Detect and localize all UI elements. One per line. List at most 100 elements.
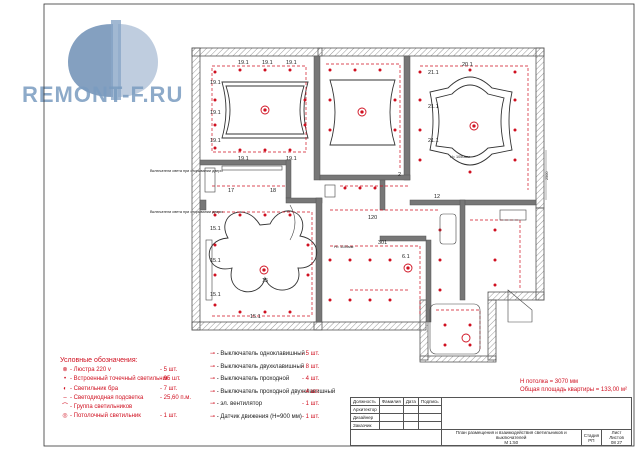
room-label: 15.1 xyxy=(250,314,261,320)
sheet-title: План размещения и взаимодействия светиль… xyxy=(455,430,567,440)
logo-right-shape xyxy=(118,24,158,97)
logo-left-shape xyxy=(68,24,113,97)
ceiling-hall xyxy=(329,79,396,146)
ceiling-flower xyxy=(208,210,318,293)
legend-item: ◎- Потолочный светильник - 1 шт. xyxy=(60,412,180,421)
legend-title: Условные обозначения: xyxy=(60,357,138,364)
stamp-header: Фамилия xyxy=(378,397,404,406)
legend-item: ⊸ - Датчик движения (H=900 мм)- 1 шт. xyxy=(210,411,350,424)
fan-icon: ⊸ xyxy=(210,401,217,407)
sheets-header: Листов xyxy=(609,435,624,440)
legend-label: - Выключатель одноклавишный xyxy=(216,351,305,357)
stamp-header: Подпись xyxy=(417,397,442,406)
spotlights xyxy=(213,68,517,347)
legend-item: ⊸ - Выключатель проходной- 4 шт. xyxy=(210,373,350,386)
stamp-role: Дизайнер xyxy=(350,413,380,422)
switch-pass-double-icon: ⊸ xyxy=(210,388,217,395)
legend-qty: - 25,60 п.м. xyxy=(160,394,192,401)
stamp-header: Дата xyxy=(402,397,419,406)
sconce-icon: ◐ xyxy=(63,385,67,392)
switch-pass-icon: ⊸ xyxy=(210,376,217,382)
ceiling-note: H потолка = 3070 мм Общая площадь кварти… xyxy=(520,378,627,394)
legend-qty: - 5 шт. xyxy=(302,351,320,357)
legend-item: ⊗- Люстра 220 v - 5 шт. xyxy=(60,366,180,375)
switch-double-icon: ⊸ xyxy=(210,363,217,370)
legend-label: - Светодиодная подсветка xyxy=(70,394,144,401)
legend-qty: - 95 шт. xyxy=(160,376,181,383)
height-note-1: H= 1050мм xyxy=(450,155,470,159)
sheet-header: Лист xyxy=(611,430,622,435)
legend-label: - Выключатель двухклавишный xyxy=(216,363,305,370)
led-strip-icon: ‒ xyxy=(63,394,67,401)
legend-item: ⊸ - эл. вентилятор- 1 шт. xyxy=(210,398,350,411)
room-label: 15.1 xyxy=(210,226,221,232)
sheet-value: 08 xyxy=(610,440,616,445)
legend-qty: - 8 шт. xyxy=(302,363,320,370)
room-label: 20.1 xyxy=(462,62,473,68)
room-label: 120 xyxy=(368,215,377,221)
stamp-role: Заказчик xyxy=(350,421,380,430)
legend-qty: - 5 шт. xyxy=(160,367,178,374)
room-label: 12 xyxy=(434,194,440,200)
legend-qty: - 4 шт. xyxy=(302,388,320,395)
ceiling-bedroom xyxy=(429,76,513,166)
room-labels: 19.1 19.1 19.1 19.1 19.1 19.1 19.1 19.1 … xyxy=(210,60,473,320)
legend-item: ⌒- Группа светильников xyxy=(60,403,180,412)
logo-text: REMONT-F.RU xyxy=(22,82,184,107)
logo-mark xyxy=(68,20,158,100)
sheet-border xyxy=(43,3,635,447)
stamp-title: План размещения и взаимодействия светиль… xyxy=(440,429,582,446)
ceiling-shapes xyxy=(208,76,513,293)
ceiling-light-icon: ◎ xyxy=(62,413,68,420)
room-label: 19.1 xyxy=(286,156,297,162)
motion-sensor-icon: ⊸ xyxy=(210,413,217,420)
chandelier-icon: ⊗ xyxy=(62,367,68,374)
legend-qty: - 1 шт. xyxy=(302,413,320,420)
room-label: 19.1 xyxy=(210,110,221,116)
legend-label: - Выключатель проходной двухклавишный xyxy=(216,388,336,395)
annotations: Включатели света при открывании двери Вк… xyxy=(150,155,549,249)
inner-walls xyxy=(199,55,537,323)
room-label: 19.1 xyxy=(210,80,221,86)
stage-header: Стадия xyxy=(583,432,600,438)
legend-label: - Встроенный точечный светильник xyxy=(70,376,169,383)
legend-label: - Светильник бра xyxy=(70,385,119,392)
legend-item: ◐- Светильник бра- 7 шт. xyxy=(60,385,180,394)
dimension-label: 2500 xyxy=(545,172,549,180)
room-label: 15.1 xyxy=(210,258,221,264)
room-label: 19.1 xyxy=(286,60,297,66)
total-area: Общая площадь квартиры = 133,00 м² xyxy=(520,387,628,393)
room-label: 19.1 xyxy=(238,60,249,66)
legend-label: - Люстра 220 v xyxy=(70,367,111,374)
legend-item: ‒- Светодиодная подсветка - 25,60 п.м. xyxy=(60,394,191,403)
legend-label: - Датчик движения (H=900 мм) xyxy=(216,413,302,420)
legend-label: - Потолочный светильник xyxy=(70,413,141,420)
room-label: 18 xyxy=(270,188,276,194)
legend-item: •- Встроенный точечный светильник- 95 шт… xyxy=(60,375,181,384)
chandeliers xyxy=(259,105,479,343)
legend: Условные обозначения: ⊗- Люстра 220 v - 5… xyxy=(60,356,191,421)
room-label: 21.1 xyxy=(428,70,439,76)
sheet-scale: М 1:50 xyxy=(504,440,519,445)
ceiling-living xyxy=(221,81,309,139)
legend-item: ⊸ - Выключатель двухклавишный- 8 шт. xyxy=(210,361,350,374)
wall-details xyxy=(204,165,533,355)
switch-legend: ⊸ - Выключатель одноклавишный- 5 шт. ⊸ -… xyxy=(210,348,350,423)
outer-walls xyxy=(191,47,545,363)
stage-value: РП xyxy=(588,437,595,443)
switch-note-1: Включатели света при открывании двери xyxy=(150,169,223,173)
switch-note-2: Включатели света при открывании двери xyxy=(150,210,223,214)
room-label: 15 xyxy=(262,278,268,284)
title-block: Должность Фамилия Дата Подпись Архитекто… xyxy=(350,397,633,446)
legend-qty: - 1 шт. xyxy=(160,413,178,420)
room-label: 301 xyxy=(378,240,387,246)
legend-label: - Группа светильников xyxy=(70,403,133,410)
legend-qty: - 4 шт. xyxy=(302,376,320,382)
room-label: 2 xyxy=(398,172,401,178)
room-label: 15.1 xyxy=(210,292,221,298)
room-label: 21.1 xyxy=(428,104,439,110)
